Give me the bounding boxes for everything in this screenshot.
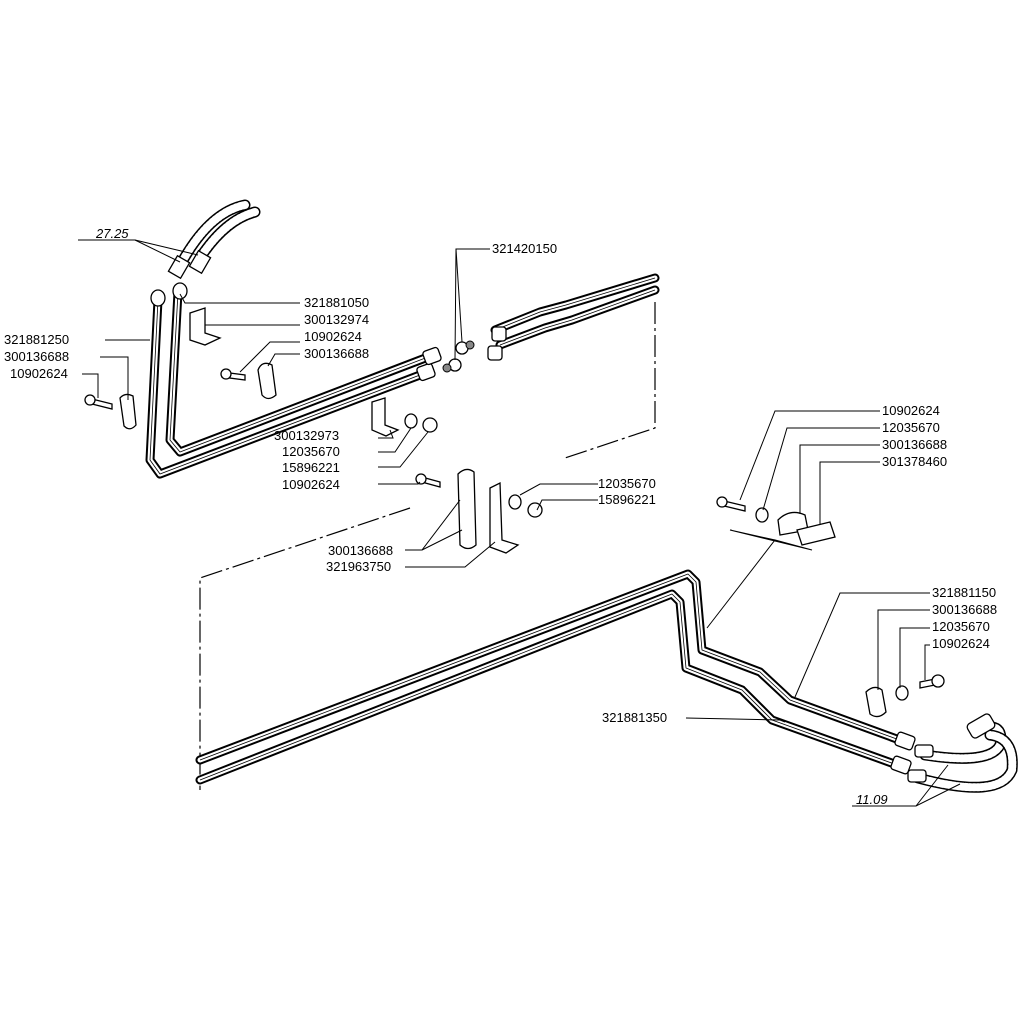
upper-hose — [167, 199, 261, 280]
part-label-321881250: 321881250 — [4, 332, 69, 347]
part-label-15896221: 15896221 — [282, 460, 340, 475]
part-label-301378460: 301378460 — [882, 454, 947, 469]
part-label-15896221: 15896221 — [598, 492, 656, 507]
pipe-nuts-upper-left — [150, 282, 442, 382]
part-label-321963750: 321963750 — [326, 559, 391, 574]
upper-right-pipes — [487, 273, 660, 361]
lower-hose — [907, 713, 1018, 793]
part-label-300136688: 300136688 — [328, 543, 393, 558]
part-label-10902624: 10902624 — [932, 636, 990, 651]
part-label-10902624: 10902624 — [882, 403, 940, 418]
part-label-321420150: 321420150 — [492, 241, 557, 256]
part-label-300136688: 300136688 — [304, 346, 369, 361]
part-label-321881050: 321881050 — [304, 295, 369, 310]
part-label-10902624: 10902624 — [304, 329, 362, 344]
ref-label-11-09: 11.09 — [856, 792, 888, 807]
leader-lines — [78, 239, 961, 807]
part-label-12035670: 12035670 — [932, 619, 990, 634]
upper-pipe-321881250 — [145, 295, 425, 479]
part-label-300136688: 300136688 — [4, 349, 69, 364]
part-label-12035670: 12035670 — [598, 476, 656, 491]
part-label-321881350: 321881350 — [602, 710, 667, 725]
ref-label-27-25: 27.25 — [95, 226, 129, 241]
right-clips — [716, 496, 945, 718]
part-label-321881150: 321881150 — [932, 585, 996, 600]
assembly-outline — [199, 302, 656, 790]
part-label-300132973: 300132973 — [274, 428, 339, 443]
part-label-300132974: 300132974 — [304, 312, 369, 327]
part-label-12035670: 12035670 — [882, 420, 940, 435]
part-label-10902624: 10902624 — [10, 366, 68, 381]
part-labels: 27.25 321420150 321881050 300132974 1090… — [4, 226, 997, 807]
part-label-12035670: 12035670 — [282, 444, 340, 459]
pipe-nuts-lower — [890, 731, 916, 775]
main-pipe-321881150 — [195, 569, 910, 765]
part-label-300136688: 300136688 — [932, 602, 997, 617]
part-label-10902624: 10902624 — [282, 477, 340, 492]
upper-pipe-321881050 — [165, 287, 433, 457]
part-label-300136688: 300136688 — [882, 437, 947, 452]
union-fittings — [442, 340, 475, 373]
upper-clips — [84, 307, 543, 554]
